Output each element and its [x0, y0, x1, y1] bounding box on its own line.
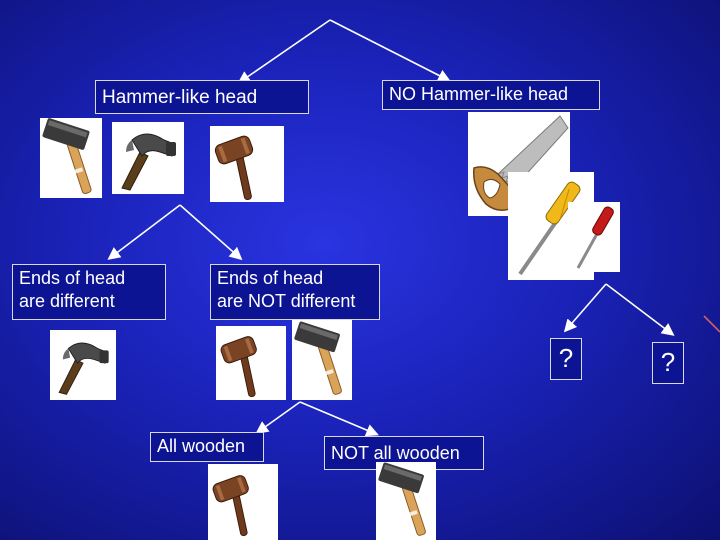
mallet-icon: [40, 118, 102, 198]
arrow-hammer-right: [179, 204, 243, 261]
node-unknown-left: ?: [550, 338, 582, 380]
node-no-hammer-like-head-label: NO Hammer-like head: [389, 84, 569, 104]
node-unknown-right: ?: [652, 342, 684, 384]
claw-hammer-icon: [112, 122, 184, 194]
node-not-all-wooden-label: NOT all wooden: [331, 443, 460, 463]
node-ends-not-different: Ends of head are NOT different: [210, 264, 380, 320]
node-ends-different: Ends of head are different: [12, 264, 166, 320]
node-all-wooden-label: All wooden: [157, 436, 246, 456]
node-unknown-left-label: ?: [558, 343, 574, 373]
gavel-icon: [210, 126, 284, 202]
gavel-icon: [208, 464, 278, 540]
arrow-hammer-left: [107, 204, 181, 260]
node-ends-not-different-line2: are NOT different: [217, 291, 356, 311]
node-ends-different-line2: are different: [19, 291, 115, 311]
node-all-wooden: All wooden: [150, 432, 264, 462]
arrow-nohammer-right: [605, 283, 675, 336]
stray-line: [703, 315, 720, 333]
node-hammer-like-head-label: Hammer-like head: [102, 87, 258, 108]
mallet-icon: [292, 320, 352, 400]
node-hammer-like-head: Hammer-like head: [95, 80, 309, 114]
node-no-hammer-like-head: NO Hammer-like head: [382, 80, 600, 110]
arrow-root-left: [237, 19, 331, 84]
arrow-notdiff-left: [255, 401, 301, 434]
claw-hammer-icon: [50, 330, 116, 400]
node-ends-different-line1: Ends of head: [19, 268, 126, 288]
arrow-notdiff-right: [299, 401, 379, 437]
arrow-nohammer-left: [563, 283, 607, 333]
gavel-icon: [216, 326, 286, 400]
node-ends-not-different-line1: Ends of head: [217, 268, 324, 288]
arrow-root-right: [329, 19, 451, 82]
screwdriver-red-icon: [568, 202, 620, 272]
node-unknown-right-label: ?: [660, 347, 676, 377]
mallet-icon: [376, 462, 436, 540]
